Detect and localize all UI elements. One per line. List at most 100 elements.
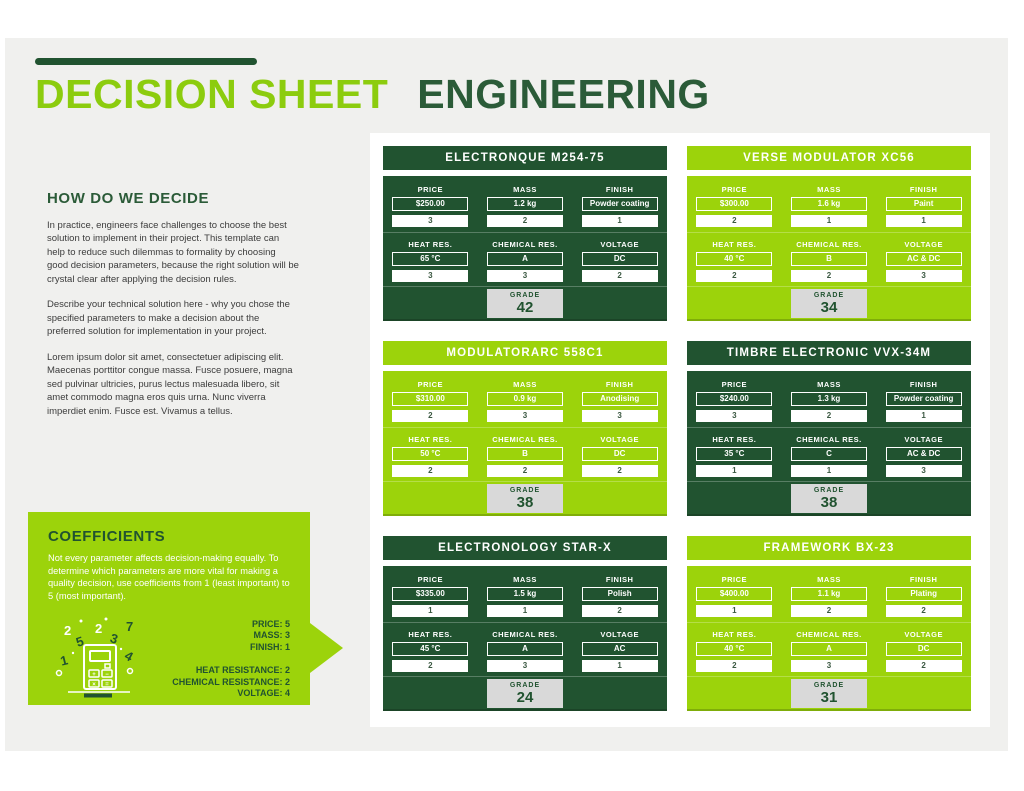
parameter-label: HEAT RES. [712, 240, 757, 249]
parameter-label: MASS [817, 380, 841, 389]
grade-box: GRADE 34 [791, 288, 867, 318]
parameter-score-box: 1 [790, 215, 867, 227]
parameter-label: CHEMICAL RES. [796, 630, 862, 639]
grade-label: GRADE [813, 486, 845, 494]
parameter-group: FINISH Powder coating 1 [572, 185, 667, 227]
parameter-score-box: 2 [392, 660, 469, 672]
coefficients-heading: COEFFICIENTS [48, 528, 166, 545]
parameter-value-box: DC [581, 447, 658, 461]
parameter-value-box: 35 °C [696, 447, 773, 461]
card-params-row-1: PRICE $250.00 3 MASS 1.2 kg 2 FINISH Pow… [383, 176, 667, 233]
grade-label: GRADE [813, 291, 845, 299]
card-params-row-1: PRICE $240.00 3 MASS 1.3 kg 2 FINISH Pow… [687, 371, 971, 428]
parameter-score-box: 3 [581, 410, 658, 422]
parameter-score-box: 2 [392, 410, 469, 422]
parameter-score-box: 2 [486, 215, 563, 227]
parameter-label: PRICE [417, 380, 444, 389]
parameter-score-box: 2 [790, 270, 867, 282]
parameter-value-box: $400.00 [696, 587, 773, 601]
parameter-value-box: $300.00 [696, 197, 773, 211]
product-card: TIMBRE ELECTRONIC VVX-34M PRICE $240.00 … [687, 341, 971, 516]
coefficients-box: COEFFICIENTS Not every parameter affects… [28, 512, 343, 705]
parameter-score-box: 3 [885, 270, 962, 282]
parameter-value-box: 1.6 kg [790, 197, 867, 211]
card-grade-section: GRADE 34 [687, 287, 971, 319]
coefficient-item: HEAT RESISTANCE2 [146, 665, 290, 677]
card-params-row-1: PRICE $335.00 1 MASS 1.5 kg 1 FINISH Pol… [383, 566, 667, 623]
page-title-primary: DECISION SHEET [35, 71, 389, 117]
card-params-row-1: PRICE $300.00 2 MASS 1.6 kg 1 FINISH Pai… [687, 176, 971, 233]
coefficient-label: VOLTAGE [237, 688, 285, 698]
parameter-group: HEAT RES. 65 °C 3 [383, 240, 478, 282]
parameter-group: VOLTAGE AC & DC 3 [876, 435, 971, 477]
parameter-label: MASS [513, 380, 537, 389]
grade-value: 24 [516, 688, 534, 706]
coefficient-value: 4 [284, 688, 290, 699]
parameter-group: CHEMICAL RES. A 3 [782, 630, 877, 672]
card-params-row-1: PRICE $400.00 1 MASS 1.1 kg 2 FINISH Pla… [687, 566, 971, 623]
coefficients-list: PRICE5 MASS3 FINISH1 HEAT RESISTANCE2 CH… [146, 611, 290, 700]
parameter-group: FINISH Powder coating 1 [876, 380, 971, 422]
grade-value: 31 [820, 688, 838, 706]
grade-box: GRADE 42 [487, 288, 563, 318]
product-card-body: PRICE $335.00 1 MASS 1.5 kg 1 FINISH Pol… [383, 566, 667, 711]
parameter-score-box: 1 [696, 605, 773, 617]
card-grade-section: GRADE 38 [383, 482, 667, 514]
product-card-title: MODULATORARC 558C1 [383, 341, 667, 365]
parameter-value-box: B [486, 447, 563, 461]
parameter-label: HEAT RES. [408, 630, 453, 639]
parameter-label: CHEMICAL RES. [492, 240, 558, 249]
coefficients-content: +− ×= 2 5 2 3 7 1 4 [48, 611, 290, 701]
arrow-right-icon [310, 623, 343, 673]
parameter-score-box: 2 [885, 660, 962, 672]
product-card-body: PRICE $240.00 3 MASS 1.3 kg 2 FINISH Pow… [687, 371, 971, 516]
product-card-title: ELECTRONQUE M254-75 [383, 146, 667, 170]
parameter-value-box: A [486, 252, 563, 266]
product-card-title: TIMBRE ELECTRONIC VVX-34M [687, 341, 971, 365]
parameter-score-box: 1 [790, 465, 867, 477]
parameter-score-box: 2 [696, 215, 773, 227]
parameter-group: HEAT RES. 50 °C 2 [383, 435, 478, 477]
parameter-label: VOLTAGE [904, 435, 943, 444]
parameter-label: PRICE [721, 380, 748, 389]
grade-box: GRADE 31 [791, 678, 867, 708]
product-card-body: PRICE $400.00 1 MASS 1.1 kg 2 FINISH Pla… [687, 566, 971, 711]
parameter-group: VOLTAGE DC 2 [876, 630, 971, 672]
parameter-score-box: 3 [392, 270, 469, 282]
parameter-score-box: 1 [885, 410, 962, 422]
parameter-score-box: 2 [790, 410, 867, 422]
svg-text:4: 4 [122, 647, 136, 664]
parameter-group: MASS 1.5 kg 1 [478, 575, 573, 617]
parameter-group: MASS 1.6 kg 1 [782, 185, 877, 227]
svg-text:3: 3 [108, 630, 120, 647]
coefficient-label: HEAT RESISTANCE [196, 665, 285, 675]
parameter-label: VOLTAGE [600, 435, 639, 444]
parameter-group: FINISH Paint 1 [876, 185, 971, 227]
parameter-score-box: 2 [696, 270, 773, 282]
parameter-score-box: 1 [486, 605, 563, 617]
parameter-value-box: Anodising [581, 392, 658, 406]
parameter-label: PRICE [417, 185, 444, 194]
parameter-label: PRICE [721, 185, 748, 194]
grade-box: GRADE 38 [487, 483, 563, 513]
parameter-score-box: 2 [790, 605, 867, 617]
parameter-score-box: 3 [885, 465, 962, 477]
parameter-label: MASS [817, 575, 841, 584]
intro-paragraph-1: In practice, engineers face challenges t… [47, 220, 299, 285]
parameter-label: VOLTAGE [600, 630, 639, 639]
parameter-score-box: 1 [696, 465, 773, 477]
parameter-value-box: AC [581, 642, 658, 656]
parameter-score-box: 3 [486, 660, 563, 672]
product-card-title: ELECTRONOLOGY STAR-X [383, 536, 667, 560]
parameter-score-box: 2 [581, 605, 658, 617]
coefficient-item: MASS3 [146, 630, 290, 642]
parameter-group: MASS 1.1 kg 2 [782, 575, 877, 617]
parameter-group: PRICE $400.00 1 [687, 575, 782, 617]
parameter-label: MASS [513, 185, 537, 194]
parameter-group: VOLTAGE AC & DC 3 [876, 240, 971, 282]
grade-value: 34 [820, 298, 838, 316]
grade-box: GRADE 24 [487, 678, 563, 708]
parameter-group: PRICE $240.00 3 [687, 380, 782, 422]
parameter-value-box: $240.00 [696, 392, 773, 406]
